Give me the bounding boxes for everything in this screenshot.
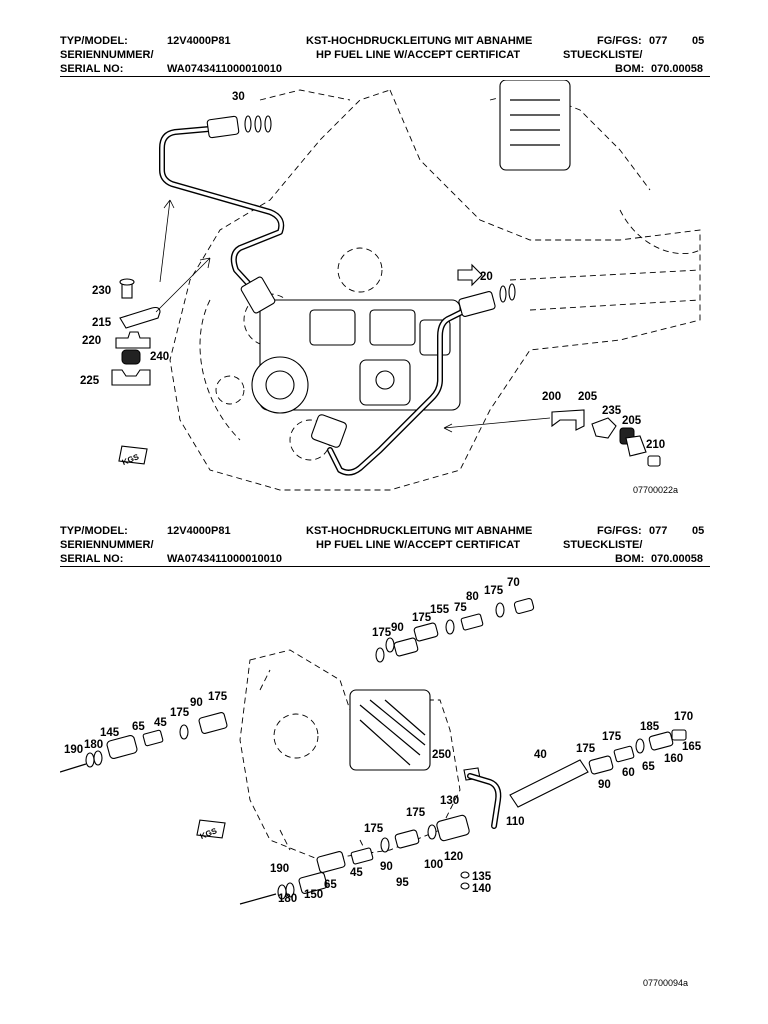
bom-label: BOM: — [615, 553, 645, 565]
part-label: 200 — [542, 391, 561, 403]
figure-code: 07700022a — [633, 485, 679, 495]
part-label: 175 — [484, 585, 504, 597]
title-en: HP FUEL LINE W/ACCEPT CERTIFICAT — [316, 539, 521, 551]
part-label: 220 — [82, 335, 101, 347]
part-label: 90 — [190, 697, 203, 709]
part-labels-top: 30 20 230 215 220 240 225 200 205 235 20… — [80, 91, 665, 451]
part-label: 215 — [92, 317, 112, 329]
part-label: 175 — [406, 807, 426, 819]
part-label: 205 — [622, 415, 642, 427]
part-label: 95 — [396, 877, 409, 889]
part-label: 175 — [372, 627, 392, 639]
fg-label: FG/FGS: — [597, 525, 642, 537]
part-label: 240 — [150, 351, 169, 363]
part-labels-bottom: 70 175 80 75 155 175 175 90 175 90 175 4… — [64, 577, 702, 905]
typ-model-label: TYP/MODEL: — [60, 35, 128, 47]
part-label: 135 — [472, 871, 492, 883]
typ-model-label: TYP/MODEL: — [60, 525, 128, 537]
part-label: 100 — [424, 859, 443, 871]
part-label: 205 — [578, 391, 598, 403]
fg-value: 077 — [649, 35, 668, 47]
part-label: 190 — [64, 744, 83, 756]
part-label: 175 — [576, 743, 596, 755]
stueck-label: STUECKLISTE/ — [563, 539, 643, 551]
part-label: 185 — [640, 721, 660, 733]
serien-label: SERIENNUMMER/ — [60, 49, 154, 61]
serien-label: SERIENNUMMER/ — [60, 539, 154, 551]
part-label: 145 — [100, 727, 120, 739]
part-label: 175 — [170, 707, 190, 719]
part-label: 110 — [506, 816, 525, 828]
part-label: 155 — [430, 604, 450, 616]
fg-rev: 05 — [692, 525, 705, 537]
part-label: 225 — [80, 375, 100, 387]
typ-model-value: 12V4000P81 — [167, 35, 231, 47]
part-label: 75 — [454, 602, 467, 614]
part-label: 210 — [646, 439, 665, 451]
part-label: 90 — [598, 779, 611, 791]
part-label: 165 — [682, 741, 702, 753]
part-label: 130 — [440, 795, 459, 807]
figure-top-drawing: KGS 30 20 230 215 220 240 225 200 205 23… — [80, 79, 701, 491]
part-label: 65 — [642, 761, 655, 773]
title-de: KST-HOCHDRUCKLEITUNG MIT ABNAHME — [306, 35, 533, 47]
fg-rev: 05 — [692, 35, 705, 47]
part-label: 250 — [432, 749, 451, 761]
part-label: 65 — [132, 721, 145, 733]
part-label: 20 — [480, 271, 493, 283]
bom-value: 070.00058 — [651, 63, 703, 75]
part-label: 65 — [324, 879, 337, 891]
serial-label: SERIAL NO: — [60, 553, 124, 565]
part-label: 90 — [391, 622, 404, 634]
figure-bottom-drawing: KGS 70 175 80 75 155 175 175 90 175 90 1… — [59, 577, 702, 905]
typ-model-value: 12V4000P81 — [167, 525, 231, 537]
part-label: 175 — [602, 731, 622, 743]
part-label: 175 — [208, 691, 228, 703]
part-label: 160 — [664, 753, 683, 765]
header-top: TYP/MODEL: 12V4000P81 KST-HOCHDRUCKLEITU… — [60, 34, 710, 77]
figure-bottom: KGS 70 175 80 75 155 175 175 90 175 90 1… — [59, 570, 710, 990]
part-label: 80 — [466, 591, 479, 603]
header-bottom: TYP/MODEL: 12V4000P81 KST-HOCHDRUCKLEITU… — [60, 524, 710, 567]
bom-value: 070.00058 — [651, 553, 703, 565]
figure-code: 07700094a — [643, 978, 689, 988]
part-label: 40 — [534, 749, 547, 761]
part-label: 230 — [92, 285, 111, 297]
part-label: 45 — [350, 867, 363, 879]
fg-value: 077 — [649, 525, 668, 537]
serial-value: WA0743411000010010 — [167, 553, 282, 565]
part-label: 150 — [304, 889, 323, 901]
serial-label: SERIAL NO: — [60, 63, 124, 75]
part-label: 30 — [232, 91, 245, 103]
part-label: 190 — [270, 863, 289, 875]
part-label: 175 — [364, 823, 384, 835]
serial-value: WA0743411000010010 — [167, 63, 282, 75]
part-label: 70 — [507, 577, 520, 589]
part-label: 90 — [380, 861, 393, 873]
part-label: 170 — [674, 711, 693, 723]
part-label: 175 — [412, 612, 432, 624]
part-label: 60 — [622, 767, 635, 779]
part-label: 45 — [154, 717, 167, 729]
fg-label: FG/FGS: — [597, 35, 642, 47]
part-label: 140 — [472, 883, 491, 895]
bom-label: BOM: — [615, 63, 645, 75]
part-label: 120 — [444, 851, 463, 863]
part-label: 180 — [84, 739, 103, 751]
title-de: KST-HOCHDRUCKLEITUNG MIT ABNAHME — [306, 525, 533, 537]
part-label: 180 — [278, 893, 297, 905]
part-label: 235 — [602, 405, 622, 417]
stueck-label: STUECKLISTE/ — [563, 49, 643, 61]
title-en: HP FUEL LINE W/ACCEPT CERTIFICAT — [316, 49, 521, 61]
figure-top: KGS 30 20 230 215 220 240 225 200 205 23… — [60, 79, 710, 500]
